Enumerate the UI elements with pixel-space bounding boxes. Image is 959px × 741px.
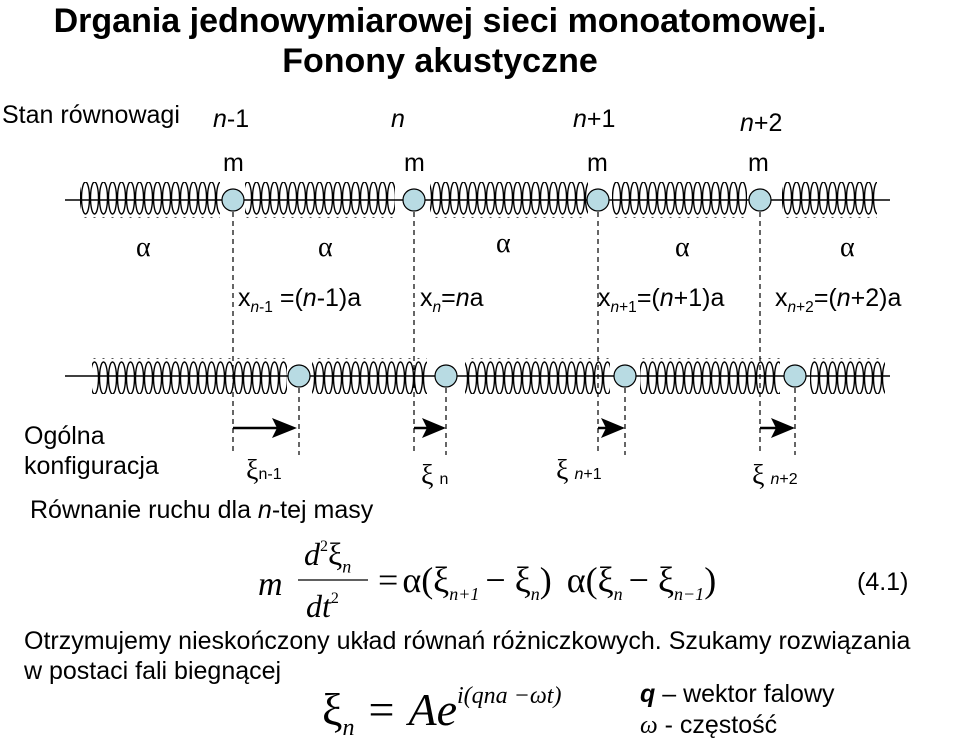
arrow-icon bbox=[598, 418, 625, 438]
mass-label: m bbox=[223, 149, 244, 177]
equilibrium-chain bbox=[65, 182, 890, 218]
mass-ball bbox=[434, 364, 458, 388]
general-config-label: Ogólna bbox=[24, 422, 105, 450]
mass-label: m bbox=[404, 149, 425, 177]
spring-constant-label: α bbox=[675, 232, 690, 263]
page-title: Drgania jednowymiarowej sieci monoatomow… bbox=[53, 2, 827, 40]
equation-intro: Równanie ruchu dla n-tej masy bbox=[30, 496, 374, 524]
index-label-n: n bbox=[391, 105, 405, 133]
conclusion-text: Otrzymujemy nieskończony układ równań ró… bbox=[24, 627, 911, 655]
spring bbox=[430, 182, 588, 218]
legend-q: q – wektor falowy bbox=[640, 680, 835, 708]
mass-ball bbox=[287, 364, 311, 388]
general-config-label: konfiguracja bbox=[24, 452, 159, 480]
mass-ball bbox=[613, 364, 637, 388]
displacement-arrows bbox=[233, 418, 795, 438]
mass-ball bbox=[586, 188, 610, 212]
spring bbox=[640, 358, 780, 394]
spring bbox=[782, 182, 877, 218]
wave-solution: ξn=Aei(qna −ωt) bbox=[322, 683, 562, 741]
spring bbox=[810, 358, 885, 394]
spring bbox=[245, 182, 395, 218]
mass-ball bbox=[402, 188, 426, 212]
equation-rhs: =α(ξn+1− ξn) α(ξn− ξn−1) bbox=[378, 560, 717, 605]
displaced-lines bbox=[298, 388, 796, 455]
spring bbox=[92, 358, 287, 394]
index-label-n+2: n+2 bbox=[740, 109, 783, 137]
spring bbox=[465, 358, 610, 394]
index-label-n+1: n+1 bbox=[573, 105, 616, 133]
equation-numerator: d2ξn bbox=[304, 536, 352, 577]
equilibrium-label: Stan równowagi bbox=[2, 101, 180, 129]
mass-ball bbox=[221, 188, 245, 212]
equilibrium-lines bbox=[232, 212, 761, 455]
spring-constant-label: α bbox=[318, 232, 333, 263]
spring bbox=[80, 182, 220, 218]
position-label: xn+1=(n+1)a bbox=[598, 284, 725, 316]
equation-denominator: dt2 bbox=[306, 588, 339, 624]
mass-label: m bbox=[748, 149, 769, 177]
displacement-label: ξn-1 bbox=[246, 455, 282, 486]
arrow-icon bbox=[760, 418, 795, 438]
displaced-chain bbox=[65, 358, 890, 394]
spring-constant-label: α bbox=[136, 232, 151, 263]
position-label: xn-1 =(n-1)a bbox=[238, 284, 362, 316]
spring bbox=[312, 358, 427, 394]
position-label: xn+2=(n+2)a bbox=[775, 284, 902, 316]
index-label-n-1: n-1 bbox=[213, 105, 250, 133]
arrow-icon bbox=[233, 418, 297, 438]
spring-constant-label: α bbox=[840, 232, 855, 263]
position-label: xn=na bbox=[420, 284, 484, 316]
conclusion-text: w postaci fali biegnącej bbox=[24, 657, 282, 685]
page-subtitle: Fonony akustyczne bbox=[282, 42, 598, 80]
equation-mass: m bbox=[258, 566, 283, 603]
spring-constant-label: α bbox=[496, 228, 511, 259]
equation-number: (4.1) bbox=[857, 568, 909, 596]
mass-ball bbox=[748, 188, 772, 212]
mass-ball bbox=[783, 364, 807, 388]
legend-omega: ω - częstość bbox=[640, 711, 778, 739]
mass-label: m bbox=[587, 149, 608, 177]
spring bbox=[612, 182, 747, 218]
arrow-icon bbox=[414, 418, 446, 438]
